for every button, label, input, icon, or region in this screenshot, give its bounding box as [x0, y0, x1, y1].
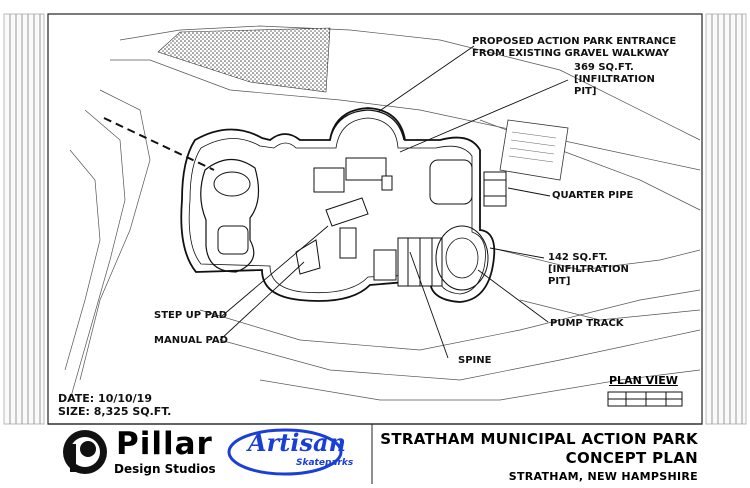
project-location: STRATHAM, NEW HAMPSHIRE: [508, 470, 698, 483]
drawing-frame: [47, 13, 703, 425]
right-border-column: [705, 13, 747, 425]
pillar-logo-subtitle: Design Studios: [114, 462, 216, 476]
quarter-pipe-shape: [429, 159, 507, 207]
pump-track-callout: PUMP TRACK: [550, 318, 624, 329]
artisan-logo-wordmark: Artisan: [248, 428, 346, 457]
spine-callout: SPINE: [458, 355, 492, 366]
artisan-logo-subtitle: Skateparks: [296, 458, 354, 468]
date-label: DATE: 10/10/19: [58, 392, 152, 405]
leader-lines: [219, 45, 569, 359]
pillar-logo-mark: [63, 430, 107, 474]
left-border-column: [3, 13, 45, 425]
gravel-hatch-area: [157, 27, 331, 93]
central-features: [295, 157, 443, 287]
infiltration-pit-callout-2: 142 SQ.FT. [INFILTRATION PIT]: [548, 252, 629, 287]
project-title: STRATHAM MUNICIPAL ACTION PARK: [380, 430, 698, 448]
plan-view-label: PLAN VIEW: [609, 374, 678, 387]
step-up-pad-callout: STEP UP PAD: [154, 310, 228, 321]
survey-line: [103, 117, 215, 171]
control-point-text: [508, 131, 557, 163]
pillar-logo-wordmark: Pillar: [116, 426, 213, 462]
entrance-callout: PROPOSED ACTION PARK ENTRANCE FROM EXIST…: [472, 36, 677, 59]
size-label: SIZE: 8,325 SQ.FT.: [58, 405, 172, 418]
drawing-title: CONCEPT PLAN: [565, 449, 698, 467]
entrance-arc: [329, 109, 405, 141]
left-flow-bowl: [200, 158, 260, 273]
artisan-logo: [227, 428, 343, 476]
pump-track-oval: [435, 225, 489, 291]
infiltration-pit-callout-1: 369 SQ.FT. [INFILTRATION PIT]: [574, 62, 655, 97]
quarter-pipe-callout: QUARTER PIPE: [552, 190, 634, 201]
control-point-box: [499, 119, 569, 181]
manual-pad-callout: MANUAL PAD: [154, 335, 228, 346]
plan-view-symbol: [607, 391, 683, 407]
